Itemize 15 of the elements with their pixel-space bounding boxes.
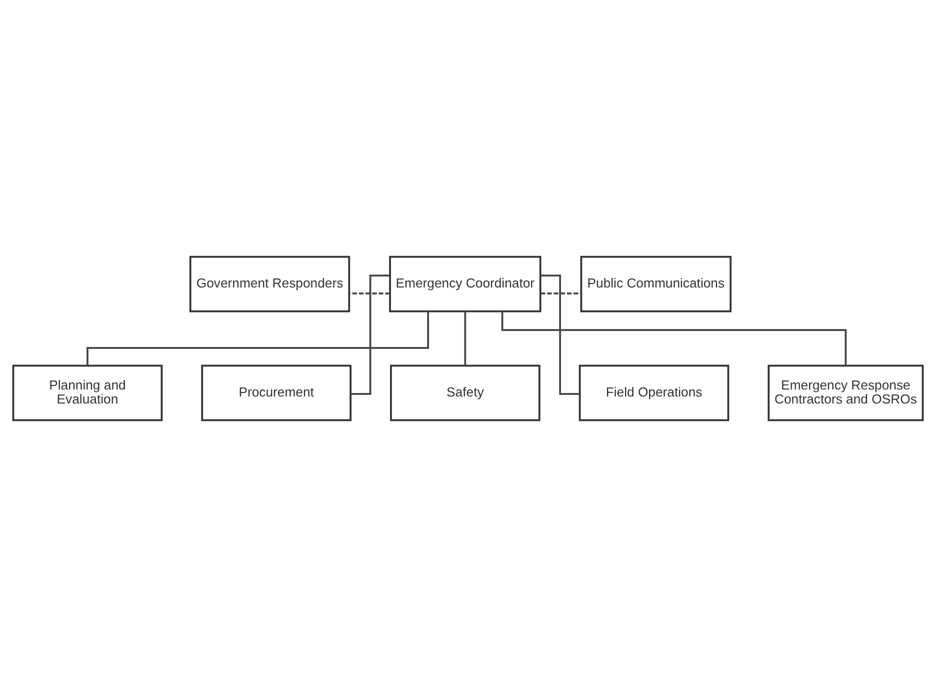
node-box: Field Operations	[578, 364, 730, 422]
connector	[350, 274, 390, 395]
connector	[464, 312, 466, 366]
connector	[86, 311, 429, 366]
node-box: Public Communications	[580, 256, 732, 312]
node-box: Government Responders	[189, 256, 350, 312]
node-box: Procurement	[201, 364, 352, 422]
node-box: Emergency Coordinator	[389, 256, 542, 312]
node-box: Emergency Response Contractors and OSROs	[768, 364, 924, 422]
connector	[349, 292, 390, 294]
node-box: Planning and Evaluation	[12, 364, 163, 422]
node-box: Safety	[390, 364, 540, 422]
connector	[501, 311, 847, 366]
connector	[540, 292, 582, 294]
connector	[540, 274, 580, 395]
